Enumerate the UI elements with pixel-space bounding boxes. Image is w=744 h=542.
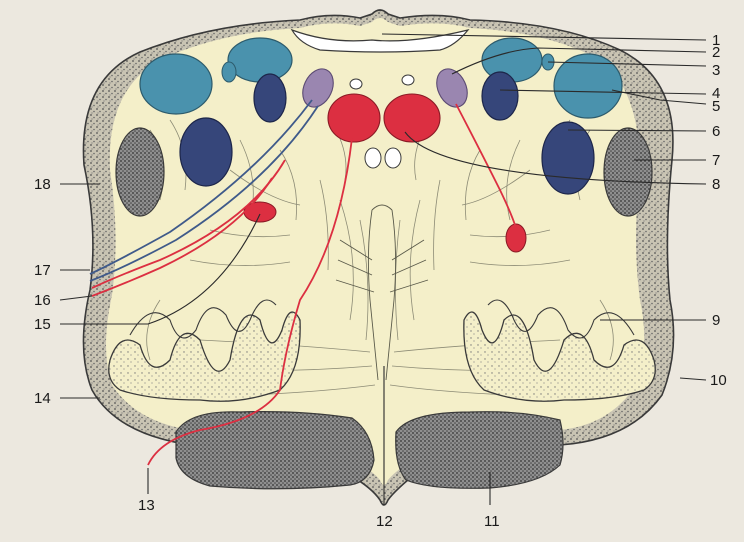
dark-blue-nucleus-right-upper — [482, 72, 518, 120]
label-13: 13 — [138, 497, 155, 514]
light-blue-nucleus-left-small — [222, 62, 236, 82]
label-18: 18 — [34, 176, 51, 193]
label-7: 7 — [712, 152, 720, 169]
label-16: 16 — [34, 292, 51, 309]
red-nucleus-right — [384, 94, 440, 142]
light-blue-nucleus-left-medial — [228, 38, 292, 82]
label-2: 2 — [712, 44, 720, 61]
dark-blue-nucleus-left-upper — [254, 74, 286, 122]
label-8: 8 — [712, 176, 720, 193]
spinal-trigeminal-nucleus-left — [116, 128, 164, 216]
pyramid-right — [396, 412, 563, 489]
label-3: 3 — [712, 62, 720, 79]
label-11: 11 — [484, 513, 500, 530]
label-12: 12 — [376, 513, 393, 530]
red-nucleus-small-right — [506, 224, 526, 252]
label-15: 15 — [34, 316, 51, 333]
label-6: 6 — [712, 123, 720, 140]
light-blue-nucleus-left-lateral — [140, 54, 212, 114]
dark-blue-nucleus-left-lower — [180, 118, 232, 186]
spinal-trigeminal-nucleus-right — [604, 128, 652, 216]
label-14: 14 — [34, 390, 51, 407]
label-17: 17 — [34, 262, 51, 279]
red-nucleus-left — [328, 94, 380, 142]
pyramid-left — [176, 412, 374, 489]
label-5: 5 — [712, 98, 720, 115]
dark-blue-nucleus-right-lower — [542, 122, 594, 194]
label-9: 9 — [712, 312, 720, 329]
label-10: 10 — [710, 372, 727, 389]
